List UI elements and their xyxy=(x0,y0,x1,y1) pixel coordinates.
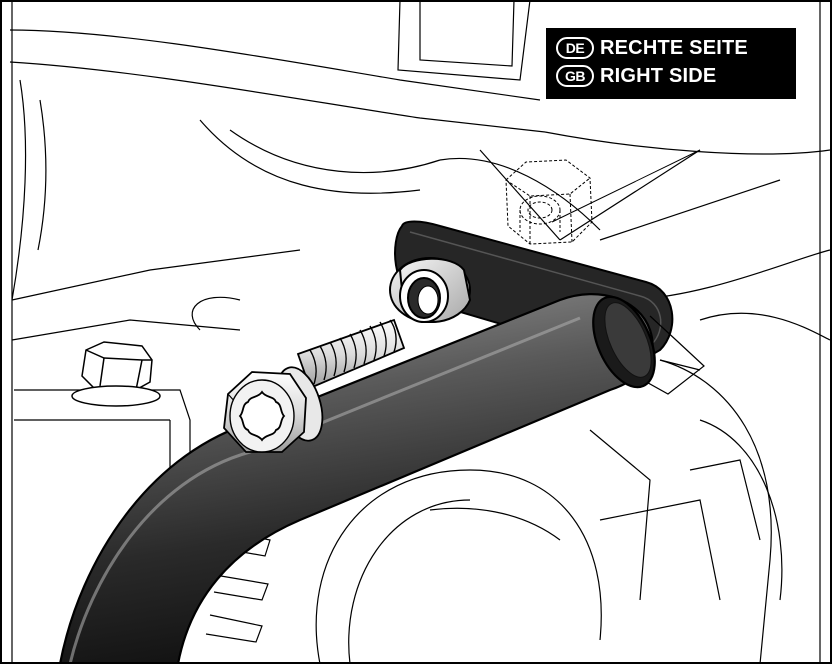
crash-bar-tube xyxy=(58,293,656,664)
label-row-gb: GB RIGHT SIDE xyxy=(556,62,796,90)
country-badge-gb: GB xyxy=(556,65,594,87)
label-row-de: DE RECHTE SEITE xyxy=(556,34,796,62)
side-label-box: DE RECHTE SEITE GB RIGHT SIDE xyxy=(546,28,796,99)
spacer-washer xyxy=(389,257,472,324)
label-text-gb: RIGHT SIDE xyxy=(600,64,717,87)
hidden-nut-dashed xyxy=(505,149,701,245)
country-badge-de: DE xyxy=(556,37,594,59)
mounting-bolt xyxy=(223,318,406,453)
torx-socket-icon xyxy=(238,390,286,442)
label-text-de: RECHTE SEITE xyxy=(600,36,748,59)
head-hex-nut xyxy=(71,341,161,407)
